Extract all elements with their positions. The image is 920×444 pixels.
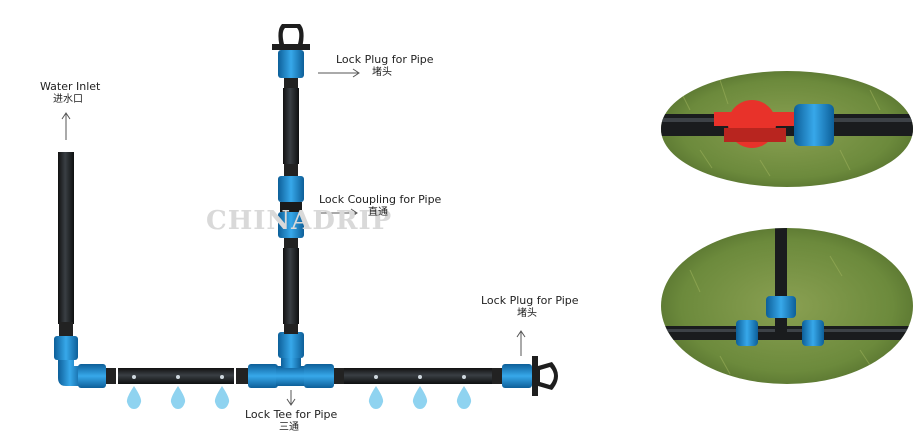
tee-photo (661, 228, 913, 384)
branch-pipe-upper (283, 88, 299, 164)
branch-pipe-lower (283, 248, 299, 324)
label-water-inlet: Water Inlet 进水口 (40, 80, 101, 105)
main-pipe-left (118, 368, 234, 384)
label-lock-tee: Lock Tee for Pipe 三通 (245, 408, 338, 433)
valve-photo (661, 71, 913, 187)
inlet-arrow (61, 112, 71, 140)
lock-plug-right (492, 330, 558, 396)
main-pipe-right (342, 368, 492, 384)
water-drops (126, 386, 472, 409)
elbow-fitting (54, 322, 116, 388)
plug-top-arrow (318, 68, 360, 78)
drip-holes (132, 375, 466, 379)
lock-plug-top (272, 24, 310, 88)
coupling-arrow (316, 208, 358, 218)
label-lock-plug-right: Lock Plug for Pipe 堵头 (481, 294, 579, 319)
coupling-fitting (278, 164, 304, 248)
label-lock-plug-top: Lock Plug for Pipe 堵头 (336, 53, 434, 78)
tee-fitting (236, 322, 344, 406)
label-lock-coupling: Lock Coupling for Pipe 直通 (319, 193, 442, 218)
watermark: CHINADRIP (206, 206, 393, 236)
inlet-pipe (58, 152, 74, 324)
